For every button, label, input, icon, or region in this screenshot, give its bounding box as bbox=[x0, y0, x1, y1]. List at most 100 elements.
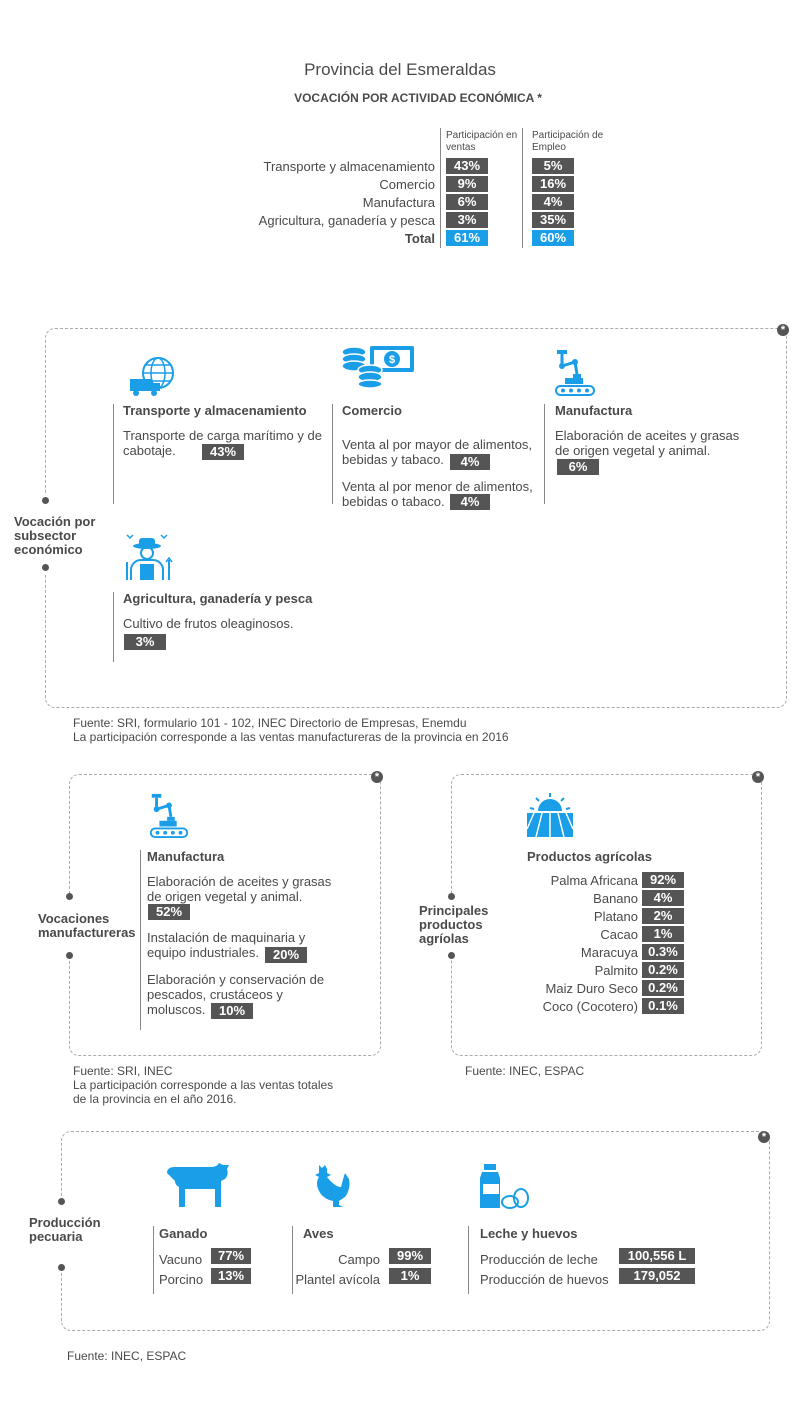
leche-value: 100,556 L bbox=[619, 1248, 695, 1264]
empleo-value: 4% bbox=[532, 194, 574, 210]
total-empleo-value: 60% bbox=[532, 230, 574, 246]
comercio-title: Comercio bbox=[342, 403, 402, 418]
aves-label: Campo bbox=[338, 1252, 380, 1267]
side-label: Producción pecuaria bbox=[29, 1215, 101, 1244]
robot-arm-conveyor-icon bbox=[147, 792, 191, 838]
ventas-value: 43% bbox=[446, 158, 488, 174]
manufactura-title: Manufactura bbox=[555, 403, 633, 418]
aves-value: 99% bbox=[389, 1248, 431, 1264]
cow-icon bbox=[165, 1163, 231, 1209]
agricola-value: 0.2% bbox=[642, 980, 684, 996]
leche-title: Leche y huevos bbox=[480, 1226, 578, 1241]
agricola-label: Banano bbox=[593, 891, 638, 906]
manufactureras-value2: 20% bbox=[265, 947, 307, 963]
comercio-value1: 4% bbox=[450, 454, 490, 470]
empleo-value: 35% bbox=[532, 212, 574, 228]
agricola-value: 92% bbox=[642, 872, 684, 888]
milk-eggs-icon bbox=[478, 1162, 530, 1210]
marker-dot bbox=[448, 893, 455, 900]
marker-dot bbox=[42, 497, 49, 504]
agricola-value: 0.2% bbox=[642, 962, 684, 978]
marker-dot bbox=[448, 952, 455, 959]
agricola-label: Platano bbox=[593, 909, 638, 924]
ganado-label: Vacuno bbox=[159, 1252, 203, 1267]
marker-dot bbox=[58, 1264, 65, 1271]
star-icon: * bbox=[758, 1131, 770, 1143]
source-note: Fuente: INEC, ESPAC bbox=[67, 1349, 187, 1363]
row-label: Agricultura, ganadería y pesca bbox=[258, 213, 435, 228]
agricola-value: 0.1% bbox=[642, 998, 684, 1014]
divider bbox=[468, 1226, 469, 1294]
comercio-value2: 4% bbox=[450, 494, 490, 510]
leche-label: Producción de huevos bbox=[480, 1272, 609, 1287]
divider bbox=[153, 1226, 154, 1294]
agricola-label: Palma Africana bbox=[550, 873, 638, 888]
divider bbox=[544, 404, 545, 504]
aves-value: 1% bbox=[389, 1268, 431, 1284]
agricola-label: Palmito bbox=[594, 963, 638, 978]
manufactureras-value1: 52% bbox=[148, 904, 190, 920]
row-label: Transporte y almacenamiento bbox=[263, 159, 436, 174]
page-title: Provincia del Esmeraldas bbox=[304, 60, 496, 79]
robot-arm-conveyor-icon bbox=[555, 348, 595, 396]
agricola-label: Cacao bbox=[600, 927, 638, 942]
divider bbox=[140, 850, 141, 1030]
agricola-label: Coco (Cocotero) bbox=[542, 999, 638, 1014]
divider bbox=[292, 1226, 293, 1294]
aves-label: Plantel avícola bbox=[295, 1272, 380, 1287]
ventas-value: 6% bbox=[446, 194, 488, 210]
agricola-label: Maracuya bbox=[580, 945, 638, 960]
manufactura-desc: Elaboración de aceites y grasas de orige… bbox=[555, 428, 740, 458]
agricola-value: 0.3% bbox=[642, 944, 684, 960]
empleo-value: 16% bbox=[532, 176, 574, 192]
marker-dot bbox=[66, 952, 73, 959]
source-note: de la provincia en el año 2016. bbox=[73, 1092, 237, 1106]
divider bbox=[440, 128, 441, 248]
manufactura-value: 6% bbox=[557, 459, 599, 475]
source-note: Fuente: SRI, formulario 101 - 102, INEC … bbox=[73, 716, 467, 730]
row-label: Comercio bbox=[379, 177, 435, 192]
manufactureras-item2: Instalación de maquinaria y equipo indus… bbox=[147, 930, 306, 960]
col-header-empleo: Participación de Empleo bbox=[532, 130, 604, 153]
manufactureras-item1: Elaboración de aceites y grasas de orige… bbox=[147, 874, 332, 904]
truck-globe-icon bbox=[128, 355, 176, 399]
comercio-item1: Venta al por mayor de alimentos, bebidas… bbox=[342, 437, 533, 467]
ganado-value: 13% bbox=[211, 1268, 251, 1284]
aves-title: Aves bbox=[303, 1226, 334, 1241]
rooster-icon bbox=[311, 1163, 355, 1209]
star-icon: * bbox=[777, 324, 789, 336]
star-icon: * bbox=[752, 771, 764, 783]
agricultura-value: 3% bbox=[124, 634, 166, 650]
side-label: Vocaciones manufactureras bbox=[38, 911, 136, 940]
marker-dot bbox=[42, 564, 49, 571]
agricolas-title: Productos agrícolas bbox=[527, 849, 652, 864]
marker-dot bbox=[58, 1198, 65, 1205]
source-note: La participación corresponde a las venta… bbox=[73, 730, 509, 744]
side-label: Principales productos agríolas bbox=[419, 903, 489, 946]
agricola-label: Maiz Duro Seco bbox=[545, 981, 638, 996]
marker-dot bbox=[66, 893, 73, 900]
source-note: La participación corresponde a las venta… bbox=[73, 1078, 334, 1092]
summary-table: Participación en ventas Participación de… bbox=[0, 0, 800, 260]
agricola-value: 1% bbox=[642, 926, 684, 942]
total-ventas-value: 61% bbox=[446, 230, 488, 246]
agricola-value: 4% bbox=[642, 890, 684, 906]
total-label: Total bbox=[404, 231, 435, 246]
transporte-value: 43% bbox=[202, 444, 244, 460]
svg-text:$: $ bbox=[389, 354, 395, 366]
leche-label: Producción de leche bbox=[480, 1252, 598, 1267]
col-header-ventas: Participación en ventas bbox=[446, 130, 518, 153]
manufactureras-value3: 10% bbox=[211, 1003, 253, 1019]
ventas-value: 9% bbox=[446, 176, 488, 192]
divider bbox=[113, 592, 114, 662]
farmer-icon bbox=[123, 532, 175, 582]
divider bbox=[332, 404, 333, 504]
divider bbox=[522, 128, 523, 248]
empleo-value: 5% bbox=[532, 158, 574, 174]
side-label: Vocación por subsector económico bbox=[14, 514, 96, 557]
money-coins-icon: $ bbox=[340, 344, 416, 389]
page-subtitle: VOCACIÓN POR ACTIVIDAD ECONÓMICA * bbox=[294, 91, 542, 105]
manufactureras-title: Manufactura bbox=[147, 849, 225, 864]
star-icon: * bbox=[371, 771, 383, 783]
transporte-desc: Transporte de carga marítimo y de cabota… bbox=[123, 428, 322, 458]
